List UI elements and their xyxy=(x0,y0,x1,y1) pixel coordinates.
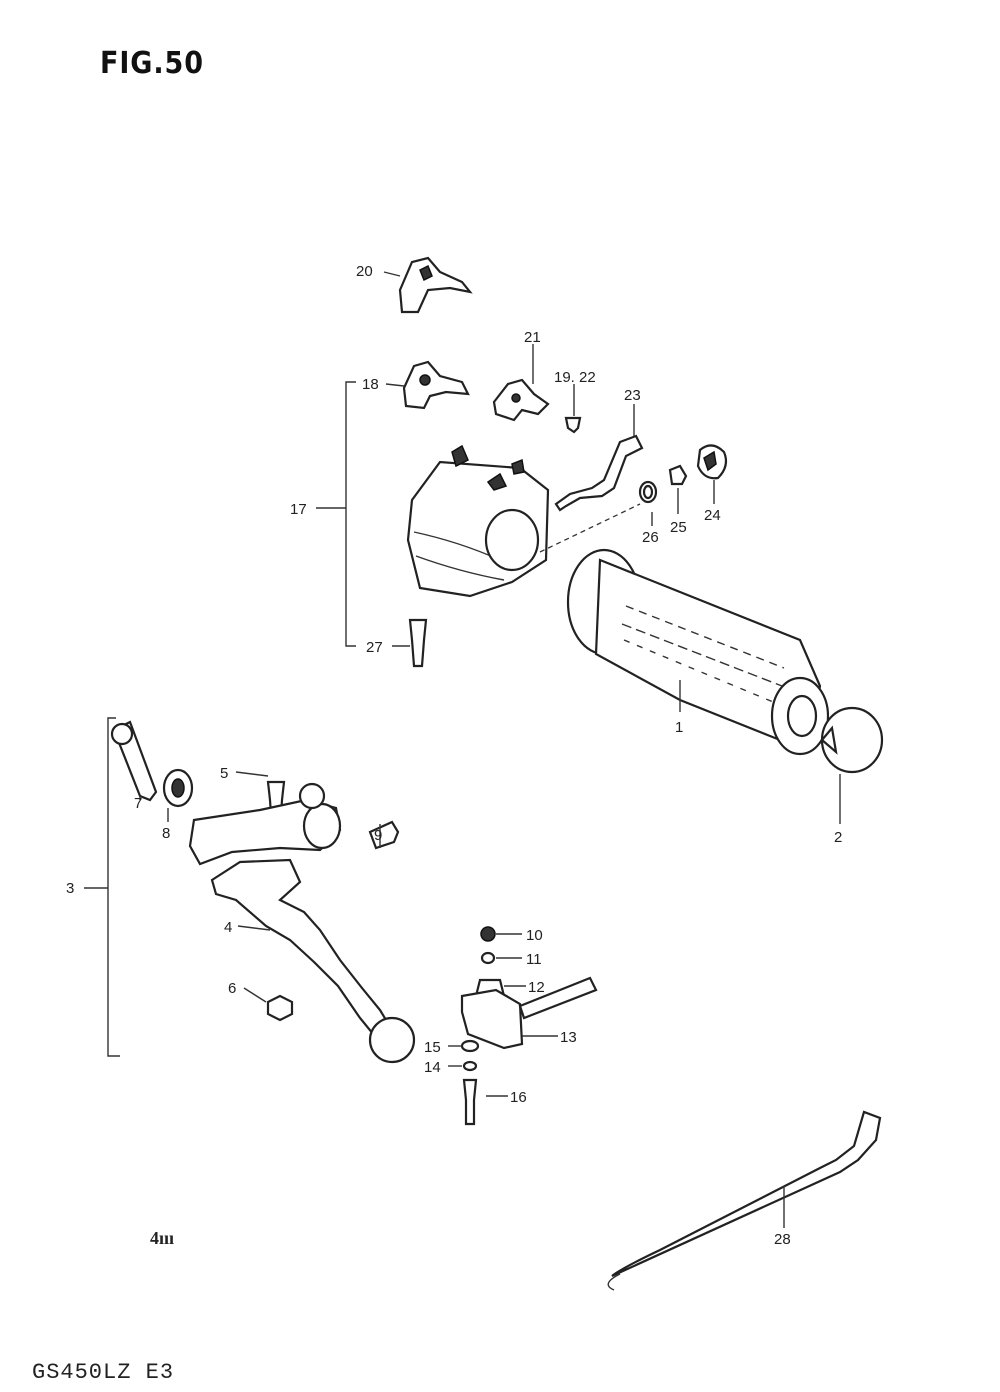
callout-11: 11 xyxy=(526,951,542,968)
part-23-bracket xyxy=(554,434,644,512)
callout-8: 8 xyxy=(162,825,170,842)
part-2-grip-end xyxy=(820,706,884,774)
callout-24: 24 xyxy=(704,507,721,524)
figure-title: FIG.50 xyxy=(100,46,204,81)
part-9-screw xyxy=(368,820,400,850)
callout-19-22: 19. 22 xyxy=(554,369,596,386)
callout-12: 12 xyxy=(528,979,545,996)
callout-16: 16 xyxy=(510,1089,527,1106)
part-16-screw xyxy=(462,1078,478,1126)
part-7-bolt xyxy=(110,720,158,802)
part-24-cap xyxy=(696,444,728,480)
callout-13: 13 xyxy=(560,1029,577,1046)
callout-28: 28 xyxy=(774,1231,791,1248)
part-1-throttle-grip xyxy=(566,548,830,756)
part-6-nut xyxy=(266,994,294,1022)
callout-25: 25 xyxy=(670,519,687,536)
bracket-3 xyxy=(107,717,120,1057)
part-4-front-brake-lever xyxy=(210,858,416,1064)
callout-4: 4 xyxy=(224,919,232,936)
callout-27: 27 xyxy=(366,639,383,656)
part-11-washer xyxy=(480,951,496,965)
part-8-washer xyxy=(162,768,194,808)
part-21-clamp xyxy=(492,378,550,422)
part-lever-bracket xyxy=(188,782,342,866)
part-20-clamp xyxy=(398,256,473,314)
callout-14: 14 xyxy=(424,1059,441,1076)
callout-10: 10 xyxy=(526,927,543,944)
part-14-washer xyxy=(462,1060,478,1072)
part-13-switch xyxy=(460,976,598,1050)
part-28-throttle-cable xyxy=(607,1110,882,1291)
callout-2: 2 xyxy=(834,829,842,846)
part-26-spring xyxy=(638,480,658,504)
callout-26: 26 xyxy=(642,529,659,546)
model-code: GS450LZ E3 xyxy=(32,1360,175,1385)
part-15-washer xyxy=(460,1039,480,1053)
part-27-screw xyxy=(408,618,428,668)
callout-20: 20 xyxy=(356,263,373,280)
part-25-nut xyxy=(668,464,688,486)
callout-17: 17 xyxy=(290,501,307,518)
callout-21: 21 xyxy=(524,329,541,346)
part-17-throttle-housing xyxy=(406,444,550,598)
part-19-22-screw xyxy=(564,416,582,434)
callout-18: 18 xyxy=(362,376,379,393)
callout-15: 15 xyxy=(424,1039,441,1056)
stamp-mark: 4ııı xyxy=(150,1228,175,1248)
part-10-nut xyxy=(480,926,496,942)
callout-3: 3 xyxy=(66,880,74,897)
part-18-clamp xyxy=(402,360,470,410)
callout-23: 23 xyxy=(624,387,641,404)
callout-7: 7 xyxy=(134,795,142,812)
callout-5: 5 xyxy=(220,765,228,782)
callout-9: 9 xyxy=(374,827,382,844)
callout-6: 6 xyxy=(228,980,236,997)
callout-1: 1 xyxy=(675,719,683,736)
bracket-17 xyxy=(345,381,356,647)
